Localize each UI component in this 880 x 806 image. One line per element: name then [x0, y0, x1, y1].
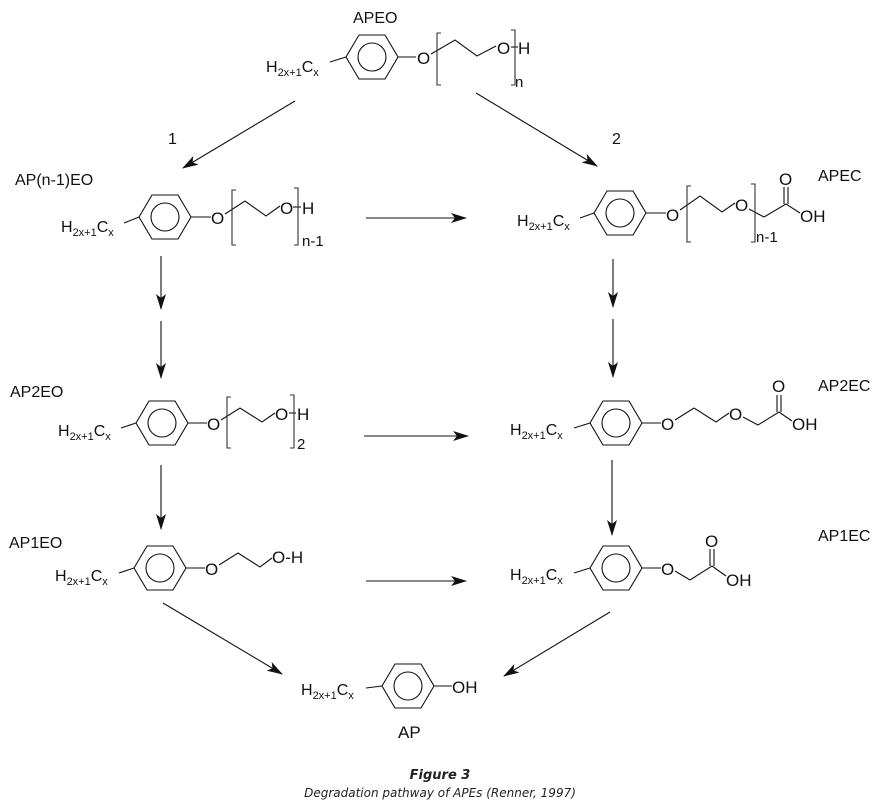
carbonyl-oxygen: O	[705, 532, 718, 551]
ether-oxygen-2: O	[735, 196, 748, 215]
carboxylic-acid-oh: OH	[726, 571, 752, 590]
compound-ap1eo: AP1EO H2x+1Cx O O-H	[9, 535, 303, 591]
compound-label-ap1ec: AP1EC	[818, 528, 870, 545]
benzene-ring	[593, 190, 647, 236]
benzene-ring	[133, 545, 187, 591]
alkyl-chain: H2x+1Cx	[517, 213, 570, 233]
compound-label-apec: APEC	[818, 168, 862, 185]
compound-ap1ec: AP1EC H2x+1Cx O O OH	[510, 528, 870, 591]
ether-oxygen: O	[661, 560, 674, 579]
repeat-count: 2	[297, 436, 305, 453]
repeat-bracket-left	[226, 396, 231, 449]
compound-ap: H2x+1Cx OH AP	[301, 663, 478, 742]
terminal-hydrogen: H	[302, 199, 314, 218]
arrow-apeo-to-apec	[475, 92, 598, 167]
repeat-bracket-right	[751, 183, 756, 243]
repeat-bracket-left	[231, 189, 236, 246]
hydroxyl-oxygen: O	[280, 199, 293, 218]
hydroxyl-group: OH	[452, 678, 478, 697]
benzene-ring	[345, 34, 399, 80]
compound-label-ap2ec: AP2EC	[818, 378, 870, 395]
compound-label-ap: AP	[398, 723, 421, 742]
benzene-ring	[138, 194, 192, 240]
compound-label-ap2eo: AP2EO	[10, 384, 63, 401]
carbonyl-oxygen: O	[779, 170, 792, 189]
arrow-ap1ec-to-ap	[503, 611, 611, 677]
route-label-2: 2	[612, 131, 621, 148]
compound-ap2ec: AP2EC H2x+1Cx O O O OH	[510, 377, 870, 446]
figure-caption: Degradation pathway of APEs (Renner, 199…	[304, 786, 576, 800]
benzene-ring	[589, 400, 643, 446]
ether-oxygen: O	[211, 209, 224, 228]
compound-ap-n-1-eo: AP(n-1)EO H2x+1Cx O O H n-1	[15, 172, 324, 250]
alkyl-chain: H2x+1Cx	[301, 682, 354, 702]
ether-oxygen: O	[417, 49, 430, 68]
repeat-bracket-right	[290, 394, 295, 449]
benzene-ring	[381, 663, 435, 709]
alkyl-chain: H2x+1Cx	[61, 219, 114, 239]
repeat-count: n-1	[756, 229, 778, 246]
figure-title: Figure 3	[409, 768, 471, 783]
alkyl-chain: H2x+1Cx	[58, 423, 111, 443]
carboxylic-acid-oh: OH	[800, 207, 826, 226]
repeat-count: n	[515, 74, 523, 91]
alkyl-chain: H2x+1Cx	[266, 59, 319, 79]
route-label-1: 1	[168, 131, 177, 148]
repeat-bracket-right	[294, 187, 299, 246]
hydroxyl-oxygen: O	[275, 405, 288, 424]
carboxylic-acid-oh: OH	[792, 415, 818, 434]
compound-ap2eo: AP2EO H2x+1Cx O O H 2	[10, 384, 309, 453]
repeat-count: n-1	[302, 233, 324, 250]
benzene-ring	[135, 400, 189, 446]
compound-apec: APEC H2x+1Cx O O O OH n-1	[517, 168, 862, 246]
ether-oxygen: O	[205, 560, 218, 579]
terminal-hydrogen: H	[518, 39, 530, 58]
repeat-bracket-left	[436, 32, 441, 86]
alkyl-chain: H2x+1Cx	[510, 567, 563, 587]
compound-label-ap-n-1-eo: AP(n-1)EO	[15, 172, 93, 189]
hydroxyl-group: O-H	[272, 548, 303, 567]
hydroxyl-oxygen: O	[497, 39, 510, 58]
ether-oxygen-2: O	[729, 405, 742, 424]
terminal-hydrogen: H	[297, 405, 309, 424]
benzene-ring	[589, 545, 643, 591]
compound-apeo: APEO H2x+1Cx O O H n	[266, 10, 530, 91]
compound-label-ap1eo: AP1EO	[9, 535, 62, 552]
alkyl-chain: H2x+1Cx	[55, 568, 108, 588]
arrow-apeo-to-ap-n-1-eo	[182, 100, 296, 169]
ether-oxygen: O	[207, 415, 220, 434]
arrow-ap1eo-to-ap	[162, 602, 283, 675]
carbonyl-oxygen: O	[772, 377, 785, 396]
repeat-bracket-right	[511, 29, 516, 86]
compound-label-apeo: APEO	[353, 10, 397, 27]
ether-oxygen: O	[661, 415, 674, 434]
repeat-bracket-left	[686, 185, 691, 243]
ether-oxygen: O	[666, 206, 679, 225]
alkyl-chain: H2x+1Cx	[510, 422, 563, 442]
